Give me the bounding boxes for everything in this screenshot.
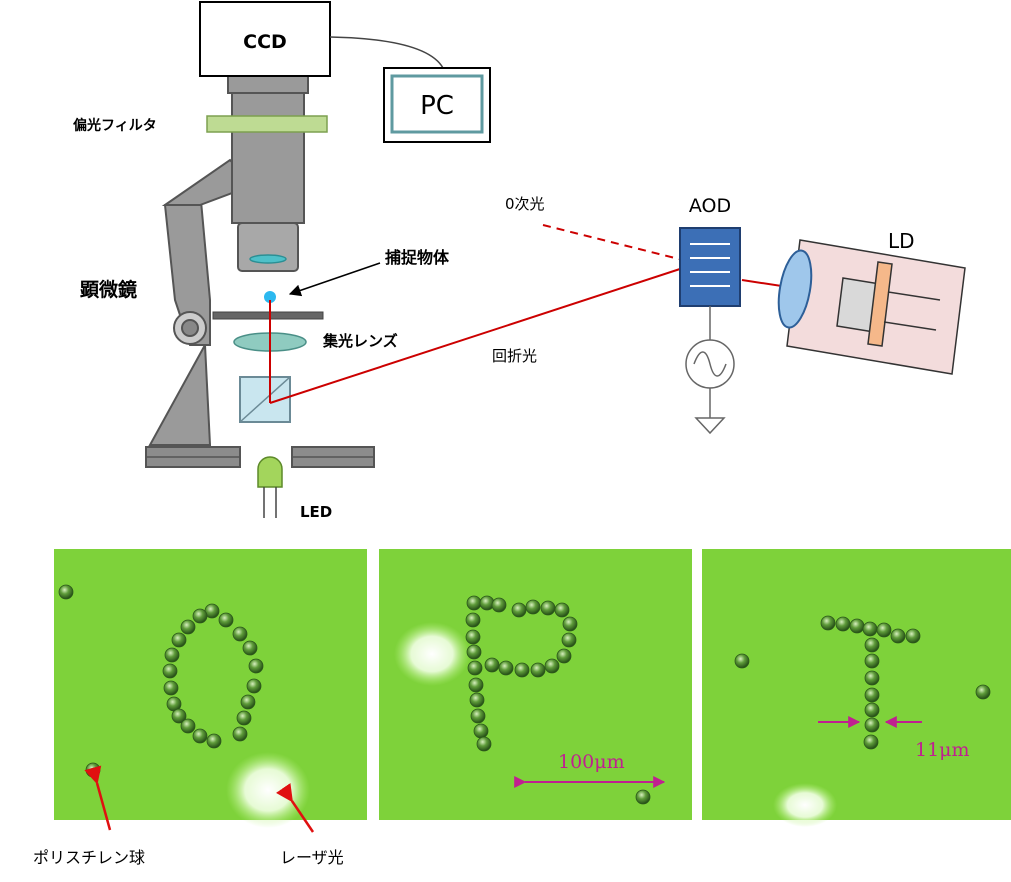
polystyrene-bead [864,653,880,669]
photo-panel-t [702,549,1011,827]
led-label: LED [300,503,332,521]
polystyrene-bead [248,658,264,674]
polystyrene-bead [465,629,481,645]
polystyrene-bead [734,653,750,669]
aod-label: AOD [689,195,731,217]
polystyrene-bead [465,612,481,628]
pc-label: PC [420,91,454,121]
polystyrene-arrow [84,765,112,831]
polystyrene-bead [864,702,880,718]
laser-arrow [275,783,315,833]
polystyrene-bead [525,599,541,615]
polystyrene-bead [530,662,546,678]
ld-label: LD [888,229,915,253]
polystyrene-bead [470,708,486,724]
polystyrene-bead [468,677,484,693]
polystyrene-bead [232,626,248,642]
polystyrene-bead [236,710,252,726]
trapped-object-label: 捕捉物体 [385,248,450,267]
polystyrene-bead [180,619,196,635]
polystyrene-bead [466,644,482,660]
polystyrene-bead [905,628,921,644]
scale-11um-label: 11μm [915,739,970,761]
polystyrene-bead [820,615,836,631]
polystyrene-bead [85,762,101,778]
diffracted-light-label: 回折光 [492,347,537,365]
polystyrene-bead [835,616,851,632]
polystyrene-bead [890,628,906,644]
polystyrene-bead [162,663,178,679]
polystyrene-bead [466,595,482,611]
polystyrene-bead [554,602,570,618]
polystyrene-bead [561,632,577,648]
polystyrene-bead [863,734,879,750]
polystyrene-bead [58,584,74,600]
scale-100um-label: 100μm [558,751,625,773]
polystyrene-bead [164,647,180,663]
polystyrene-bead [864,717,880,733]
polystyrene-bead [562,616,578,632]
zero-order-label: 0次光 [505,195,545,213]
polystyrene-bead [246,678,262,694]
laser-diode [777,239,966,375]
polystyrene-bead [192,608,208,624]
polystyrene-bead [484,657,500,673]
polystyrene-bead [864,637,880,653]
trapped-object-arrow [288,262,381,297]
polystyrene-bead [491,597,507,613]
polystyrene-bead [171,708,187,724]
polystyrene-bead [473,723,489,739]
polystyrene-bead [171,632,187,648]
polystyrene-bead [544,658,560,674]
polystyrene-bead [206,733,222,749]
polystyrene-bead [476,736,492,752]
polystyrene-bead [232,726,248,742]
polystyrene-bead [635,789,651,805]
polystyrene-bead [498,660,514,676]
polystyrene-bead [242,640,258,656]
polystyrene-bead [862,621,878,637]
polystyrene-label: ポリスチレン球 [33,848,145,867]
polystyrene-bead [864,670,880,686]
polystyrene-bead [240,694,256,710]
polystyrene-bead [540,600,556,616]
polystyrene-bead [849,618,865,634]
polystyrene-bead [192,728,208,744]
polystyrene-bead [218,612,234,628]
microscope-label: 顕微鏡 [80,278,137,301]
photo-panel-o [54,549,367,828]
polystyrene-bead [469,692,485,708]
polystyrene-bead [864,687,880,703]
polystyrene-bead [876,622,892,638]
polystyrene-bead [556,648,572,664]
polystyrene-bead [467,660,483,676]
condenser-lens-label: 集光レンズ [322,332,398,350]
aod [679,227,741,435]
polarizer-label: 偏光フィルタ [73,117,157,134]
polystyrene-bead [975,684,991,700]
ccd-label: CCD [243,31,287,53]
photo-panel-p [379,549,692,820]
laser-light-label: レーザ光 [280,848,344,867]
polystyrene-bead [180,718,196,734]
polystyrene-bead [163,680,179,696]
polystyrene-bead [514,662,530,678]
polystyrene-bead [511,602,527,618]
laser-path [269,224,861,404]
